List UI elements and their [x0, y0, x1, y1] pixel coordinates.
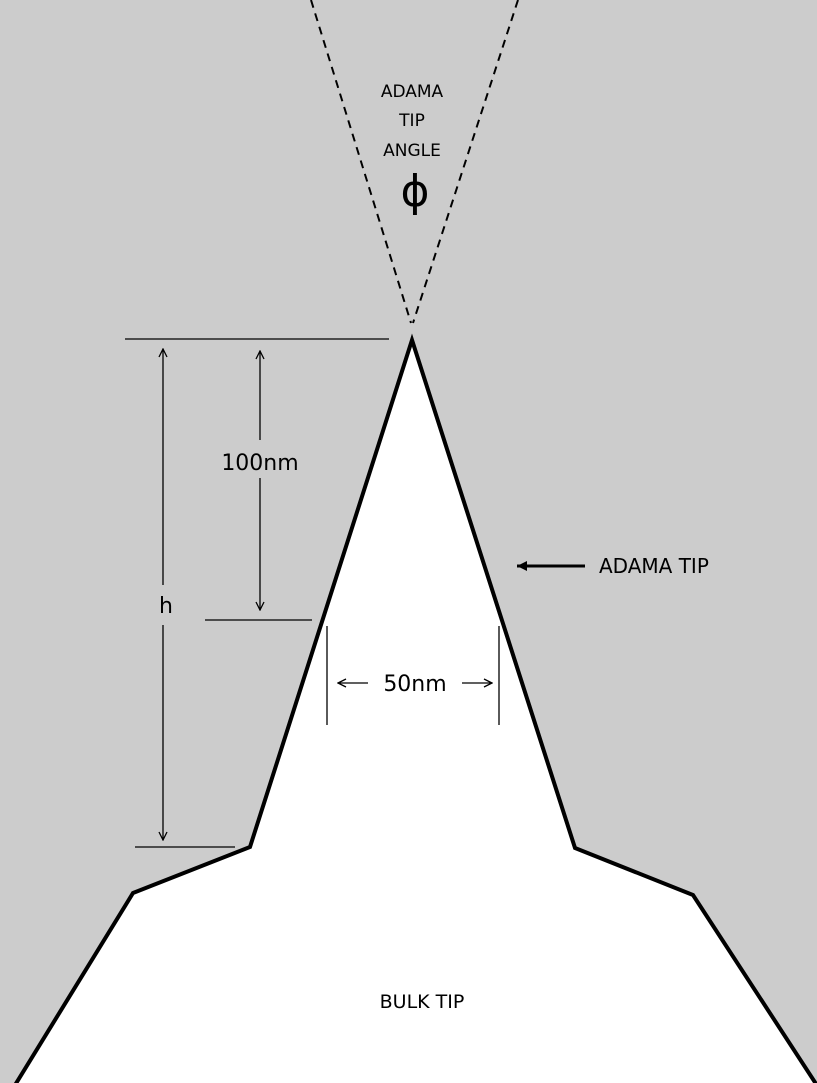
bulk-tip-label: BULK TIP: [380, 991, 465, 1013]
50nm-label: 50nm: [383, 672, 446, 697]
angle-label-3: ANGLE: [383, 141, 441, 161]
angle-label-1: ADAMA: [381, 82, 444, 102]
angle-symbol: ϕ: [400, 166, 429, 217]
angle-dashed-left: [310, 0, 412, 324]
angle-label-2: TIP: [398, 111, 425, 131]
h-label: h: [159, 594, 173, 619]
angle-dashed-right: [412, 0, 519, 324]
adama-tip-label: ADAMA TIP: [599, 554, 709, 578]
100nm-label: 100nm: [221, 451, 298, 476]
tip-body: [13, 333, 817, 1083]
